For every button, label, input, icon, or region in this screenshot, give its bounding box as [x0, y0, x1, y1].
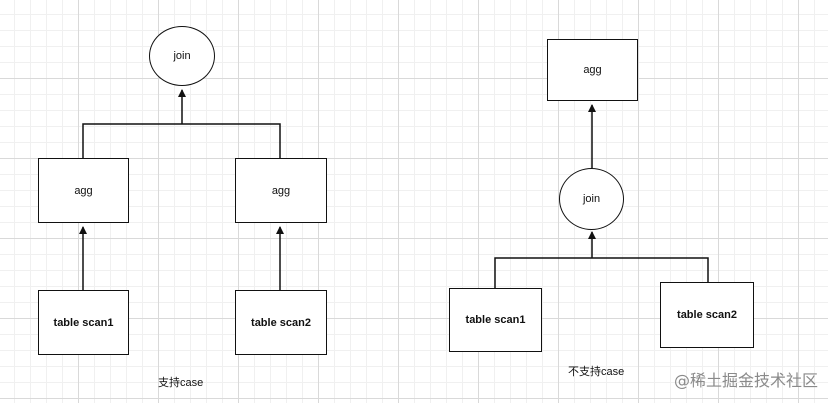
- caption-unsupported: 不支持case: [568, 366, 625, 378]
- join-node-right: join: [559, 168, 624, 230]
- agg-node-right: agg: [547, 39, 638, 101]
- join-node-left: join: [149, 26, 215, 86]
- agg-node-left-2: agg: [235, 158, 327, 223]
- watermark-text: @稀土掘金技术社区: [673, 371, 818, 390]
- table-scan1-node-right: table scan1: [449, 288, 542, 352]
- edge-scans-to-join: [494, 257, 709, 288]
- table-scan1-node-left: table scan1: [38, 290, 129, 355]
- edge-aggs-to-join: [82, 123, 281, 158]
- table-scan2-node-left: table scan2: [235, 290, 327, 355]
- table-scan2-node-right: table scan2: [660, 282, 754, 348]
- agg-node-left-1: agg: [38, 158, 129, 223]
- caption-supported: 支持case: [158, 377, 204, 389]
